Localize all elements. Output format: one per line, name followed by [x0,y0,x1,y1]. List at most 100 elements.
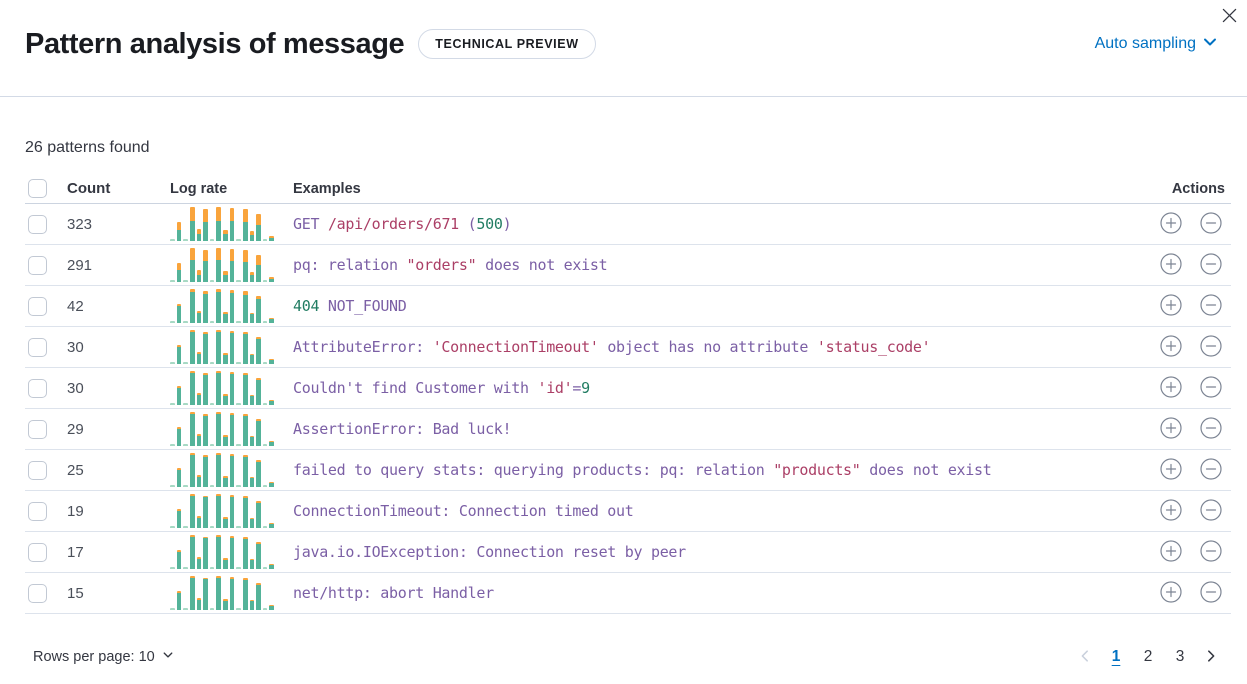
pattern-example: failed to query stats: querying products… [293,460,992,479]
minus-circle-icon [1200,375,1222,401]
plus-circle-icon [1160,539,1182,565]
log-rate-sparkline [170,494,274,528]
log-rate-sparkline [170,576,274,610]
page-title: Pattern analysis of message [25,27,405,60]
next-page-button[interactable] [1200,649,1222,666]
select-all-checkbox[interactable] [28,179,47,198]
log-rate-sparkline [170,453,274,487]
page-button-2[interactable]: 2 [1136,644,1160,670]
pattern-example: AssertionError: Bad luck! [293,419,512,438]
rows-per-page-dropdown[interactable]: Rows per page: 10 [33,649,174,665]
chevron-right-icon [1204,649,1218,666]
filter-for-pattern-button[interactable] [1160,498,1182,524]
minus-circle-icon [1200,457,1222,483]
plus-circle-icon [1160,580,1182,606]
row-checkbox[interactable] [28,460,47,480]
pattern-example: net/http: abort Handler [293,583,494,602]
minus-circle-icon [1200,252,1222,278]
filter-out-pattern-button[interactable] [1200,457,1222,483]
minus-circle-icon [1200,498,1222,524]
sampling-label: Auto sampling [1094,35,1196,52]
previous-page-button[interactable] [1074,649,1096,666]
row-checkbox[interactable] [28,296,47,316]
minus-circle-icon [1200,580,1222,606]
row-checkbox[interactable] [28,501,47,521]
page-button-1[interactable]: 1 [1104,644,1128,670]
filter-out-pattern-button[interactable] [1200,334,1222,360]
patterns-found-text: 26 patterns found [25,139,150,156]
table-row: 30 AttributeError: 'ConnectionTimeout' o… [25,327,1231,368]
filter-for-pattern-button[interactable] [1160,457,1182,483]
pattern-example: java.io.IOException: Connection reset by… [293,542,686,561]
filter-for-pattern-button[interactable] [1160,293,1182,319]
plus-circle-icon [1160,416,1182,442]
plus-circle-icon [1160,457,1182,483]
pattern-example: ConnectionTimeout: Connection timed out [293,501,634,520]
minus-circle-icon [1200,293,1222,319]
chevron-down-icon [162,649,174,665]
filter-for-pattern-button[interactable] [1160,334,1182,360]
row-checkbox[interactable] [28,214,47,234]
plus-circle-icon [1160,375,1182,401]
technical-preview-badge: TECHNICAL PREVIEW [418,29,596,59]
filter-out-pattern-button[interactable] [1200,498,1222,524]
plus-circle-icon [1160,211,1182,237]
filter-for-pattern-button[interactable] [1160,211,1182,237]
filter-for-pattern-button[interactable] [1160,539,1182,565]
pattern-count: 42 [67,297,84,315]
table-row: 323 GET /api/orders/671 (500) [25,204,1231,245]
table-body: 323 GET /api/orders/671 (500) 291 pq: re… [25,204,1231,614]
row-checkbox[interactable] [28,255,47,275]
row-checkbox[interactable] [28,583,47,603]
pattern-example: Couldn't find Customer with 'id'=9 [293,378,590,397]
chevron-down-icon [1202,34,1218,55]
pattern-count: 30 [67,338,84,356]
table-row: 25 failed to query stats: querying produ… [25,450,1231,491]
filter-out-pattern-button[interactable] [1200,252,1222,278]
filter-for-pattern-button[interactable] [1160,416,1182,442]
column-header-log-rate: Log rate [170,180,228,197]
filter-out-pattern-button[interactable] [1200,416,1222,442]
pattern-count: 29 [67,420,84,438]
filter-for-pattern-button[interactable] [1160,252,1182,278]
table-row: 17 java.io.IOException: Connection reset… [25,532,1231,573]
plus-circle-icon [1160,252,1182,278]
pattern-count: 30 [67,379,84,397]
minus-circle-icon [1200,211,1222,237]
filter-out-pattern-button[interactable] [1200,211,1222,237]
minus-circle-icon [1200,539,1222,565]
sampling-dropdown[interactable]: Auto sampling [1095,34,1218,55]
filter-out-pattern-button[interactable] [1200,580,1222,606]
filter-out-pattern-button[interactable] [1200,375,1222,401]
pattern-example: GET /api/orders/671 (500) [293,214,512,233]
row-checkbox[interactable] [28,378,47,398]
pattern-count: 25 [67,461,84,479]
close-button[interactable] [1217,5,1241,29]
page-button-3[interactable]: 3 [1168,644,1192,670]
column-header-actions: Actions [1171,180,1225,197]
filter-for-pattern-button[interactable] [1160,580,1182,606]
column-header-examples: Examples [293,180,361,197]
filter-out-pattern-button[interactable] [1200,293,1222,319]
table-header-row: Count Log rate Examples Actions [25,174,1231,204]
row-checkbox[interactable] [28,419,47,439]
row-checkbox[interactable] [28,337,47,357]
pattern-example: 404 NOT_FOUND [293,296,407,315]
column-header-count: Count [67,180,111,197]
pattern-count: 17 [67,543,84,561]
log-rate-sparkline [170,371,274,405]
close-icon [1222,8,1237,26]
log-rate-sparkline [170,207,274,241]
row-checkbox[interactable] [28,542,47,562]
filter-for-pattern-button[interactable] [1160,375,1182,401]
rows-per-page-label: Rows per page: 10 [33,649,155,665]
log-rate-sparkline [170,412,274,446]
minus-circle-icon [1200,416,1222,442]
log-rate-sparkline [170,248,274,282]
filter-out-pattern-button[interactable] [1200,539,1222,565]
minus-circle-icon [1200,334,1222,360]
table-row: 15 net/http: abort Handler [25,573,1231,614]
table-row: 291 pq: relation "orders" does not exist [25,245,1231,286]
